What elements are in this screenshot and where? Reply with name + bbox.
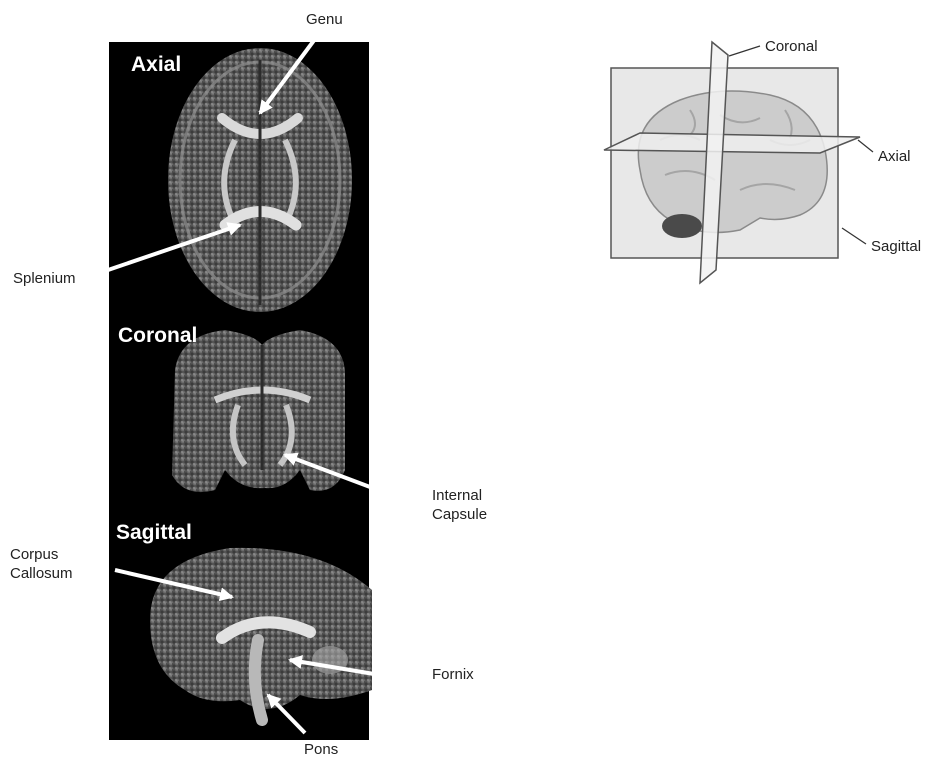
pons-label: Pons	[304, 740, 338, 759]
axial-panel-label: Axial	[131, 53, 181, 77]
fornix-label: Fornix	[432, 665, 474, 684]
axial-leader	[858, 140, 873, 152]
genu-label: Genu	[306, 10, 343, 29]
coronal-plane-label: Coronal	[765, 37, 818, 56]
splenium-label: Splenium	[13, 269, 76, 288]
internal-capsule-label-line2: Capsule	[432, 505, 487, 524]
brain-illustration	[638, 91, 827, 238]
corpus-callosum-label-line2: Callosum	[10, 564, 73, 583]
sagittal-panel-label: Sagittal	[116, 521, 192, 545]
axial-plane	[604, 133, 860, 153]
coronal-panel-label: Coronal	[118, 324, 197, 348]
internal-capsule-label-line1: Internal	[432, 486, 487, 505]
cerebellum	[662, 214, 702, 238]
axial-slice	[168, 48, 352, 312]
plane-diagram	[604, 42, 873, 283]
corpus-callosum-label-line1: Corpus	[10, 545, 73, 564]
corpus-callosum-label: Corpus Callosum	[10, 545, 73, 583]
sagittal-plane-label: Sagittal	[871, 237, 921, 256]
internal-capsule-label: Internal Capsule	[432, 486, 487, 524]
axial-plane-label: Axial	[878, 147, 911, 166]
coronal-leader	[729, 46, 760, 56]
sagittal-leader	[842, 228, 866, 244]
